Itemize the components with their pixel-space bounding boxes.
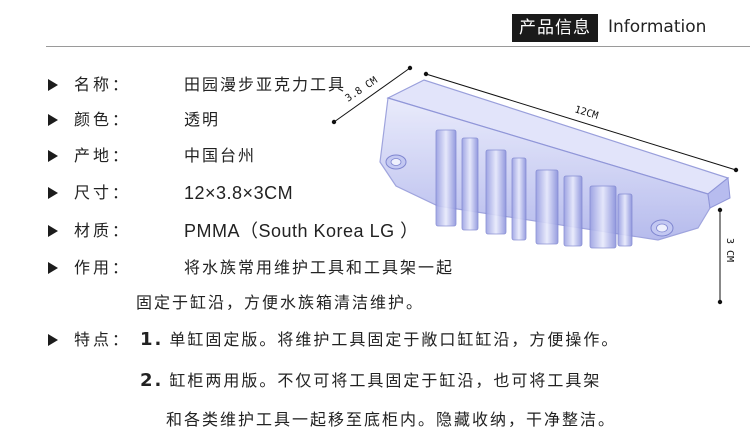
spec-label: 尺寸： — [74, 183, 132, 202]
spec-label: 材质： — [74, 221, 132, 240]
feature-text-continued: 和各类维护工具一起移至底柜内。隐藏收纳，干净整洁。 — [166, 410, 617, 429]
spec-value: 将水族常用维护工具和工具架一起 — [184, 258, 455, 277]
feature-text: 缸柜两用版。不仅可将工具固定于缸沿，也可将工具架 — [169, 371, 602, 390]
feature-point-1: 1. 单缸固定版。将维护工具固定于敞口缸缸沿，方便操作。 — [140, 327, 619, 353]
acrylic-tool-holder-image: 3.8 CM 12CM 3 CM — [331, 65, 739, 305]
dimension-height: 3 CM — [717, 207, 735, 305]
spec-label: 产地： — [74, 146, 132, 165]
feature-number: 1. — [140, 329, 164, 350]
bullet-triangle-icon — [48, 79, 58, 91]
spec-label: 作用： — [74, 258, 132, 277]
dimension-length-label: 12CM — [573, 104, 599, 122]
spec-value: 12×3.8×3CM — [184, 183, 294, 203]
bullet-triangle-icon — [48, 187, 58, 199]
bullet-triangle-icon — [48, 334, 58, 346]
spec-value: 透明 — [184, 110, 221, 129]
info-badge: 产品信息 — [512, 14, 598, 42]
bullet-triangle-icon — [48, 262, 58, 274]
spec-label: 特点： — [74, 330, 132, 349]
spec-label: 名称： — [74, 75, 132, 94]
feature-text: 单缸固定版。将维护工具固定于敞口缸缸沿，方便操作。 — [169, 330, 620, 349]
header-divider — [46, 46, 750, 47]
spec-label: 颜色： — [74, 110, 132, 129]
dimension-depth-label: 3.8 CM — [344, 75, 380, 104]
bullet-triangle-icon — [48, 114, 58, 126]
tool-slots — [435, 129, 633, 249]
info-heading-en: Information — [608, 17, 707, 37]
bullet-triangle-icon — [48, 225, 58, 237]
spec-value-continued: 固定于缸沿，方便水族箱清洁维护。 — [136, 293, 425, 312]
bullet-triangle-icon — [48, 150, 58, 162]
spec-value: 田园漫步亚克力工具 — [184, 75, 347, 94]
feature-point-2: 2. 缸柜两用版。不仅可将工具固定于缸沿，也可将工具架 — [140, 368, 601, 394]
dimension-height-label: 3 CM — [724, 238, 735, 262]
spec-value: 中国台州 — [184, 146, 257, 165]
spec-value: PMMA（South Korea LG ） — [184, 221, 419, 241]
feature-number: 2. — [140, 370, 164, 391]
